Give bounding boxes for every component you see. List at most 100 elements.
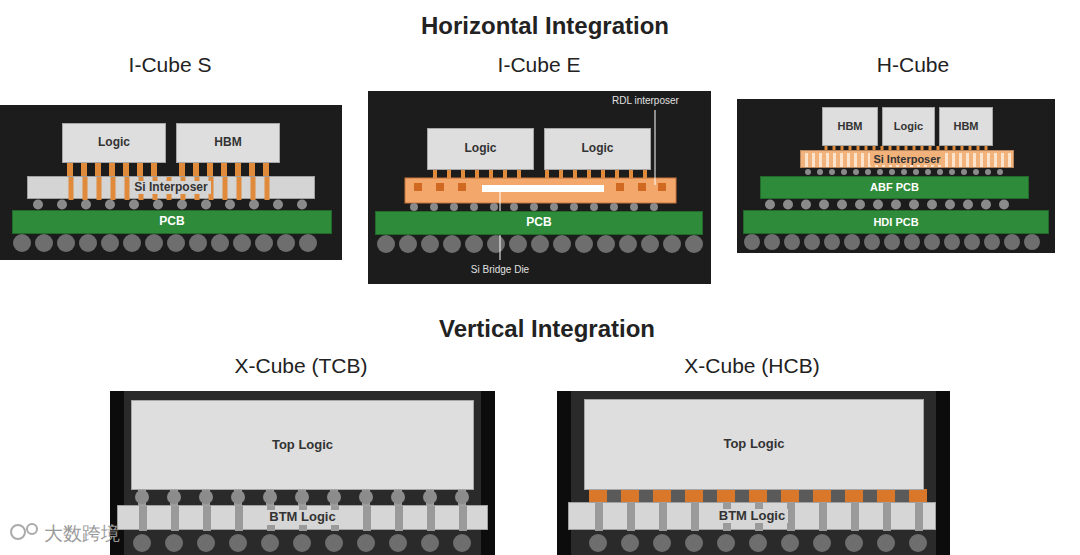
micro-bump: [67, 163, 73, 176]
hybrid-bond-pad: [717, 489, 735, 502]
solder-ball: [229, 534, 247, 552]
via-stripe: [994, 153, 997, 167]
watermark-icon: [27, 524, 37, 534]
micro-bump: [615, 170, 619, 178]
solder-ball: [621, 534, 639, 552]
die-box: Logic: [544, 128, 651, 170]
solder-ball: [211, 234, 229, 252]
die-box: Logic: [62, 123, 166, 163]
solder-ball: [189, 234, 207, 252]
bga-bump: [855, 200, 865, 210]
solder-ball: [453, 534, 471, 552]
panel-edge: [936, 391, 950, 555]
bga-bump: [819, 200, 829, 210]
solder-ball: [597, 235, 615, 253]
watermark-icon: [12, 526, 24, 538]
tsv: [459, 506, 467, 531]
c4-bump: [57, 200, 67, 210]
solder-ball: [781, 534, 799, 552]
tsv: [111, 177, 116, 200]
box-label: Top Logic: [723, 437, 784, 451]
c4-bump: [201, 200, 211, 210]
tsv: [265, 177, 270, 200]
c4-bump: [510, 203, 518, 211]
via-stripe: [812, 153, 815, 167]
c4-bump: [829, 169, 835, 175]
solder-ball: [924, 234, 940, 250]
via-stripe: [861, 153, 864, 167]
solder-ball: [813, 534, 831, 552]
solder-ball: [299, 234, 317, 252]
leader-line: [655, 110, 656, 185]
section-heading: I-Cube E: [498, 53, 581, 77]
box-label: Logic: [465, 142, 497, 155]
solder-ball: [399, 235, 417, 253]
bga-bump: [945, 200, 955, 210]
solder-ball: [944, 234, 960, 250]
bond-dielectric: [831, 489, 845, 502]
tsv: [125, 177, 130, 200]
tsv: [427, 506, 435, 531]
rdl-via: [458, 183, 466, 191]
micro-bump: [503, 170, 507, 178]
bond-dielectric: [863, 489, 877, 502]
bond-dielectric: [767, 489, 781, 502]
bga-bump: [981, 200, 991, 210]
micro-bump: [601, 170, 605, 178]
c4-bump: [33, 200, 43, 210]
die-box: HBM: [176, 123, 280, 163]
box-label: Si Interposer: [131, 181, 210, 194]
solder-ball: [909, 534, 927, 552]
solder-ball: [133, 534, 151, 552]
c4-bump: [937, 169, 943, 175]
via-stripe: [1008, 153, 1011, 167]
die-box: Logic: [427, 128, 534, 170]
watermark: 大数跨境: [44, 521, 120, 547]
solder-ball: [79, 234, 97, 252]
micro-bump: [263, 163, 269, 176]
solder-ball: [749, 534, 767, 552]
c4-bump: [997, 169, 1003, 175]
solder-ball: [325, 534, 343, 552]
c4-bump: [841, 169, 847, 175]
tsv: [819, 503, 827, 531]
box-label: HDI PCB: [873, 216, 918, 228]
die-box: Top Logic: [584, 399, 924, 490]
via-stripe: [854, 153, 857, 167]
c4-bump: [105, 200, 115, 210]
micro-bump: [137, 163, 143, 176]
via-stripe: [973, 153, 976, 167]
solder-ball: [575, 235, 593, 253]
hybrid-bond-pad: [685, 489, 703, 502]
c4-bump: [550, 203, 558, 211]
die-box: HBM: [939, 107, 993, 146]
solder-ball: [984, 234, 1000, 250]
tcb-bump: [167, 490, 181, 504]
panel-edge: [557, 391, 571, 555]
solder-ball: [357, 534, 375, 552]
micro-bump: [81, 163, 87, 176]
substrate-board: PCB: [375, 211, 703, 235]
c4-bump: [410, 203, 418, 211]
box-label: Logic: [582, 142, 614, 155]
tsv: [627, 503, 635, 531]
solder-ball: [619, 235, 637, 253]
package-panel: I-Cube ELogicLogicPCB: [368, 91, 711, 284]
box-label: HBM: [214, 136, 241, 149]
via-stripe: [833, 153, 836, 167]
solder-ball: [864, 234, 880, 250]
bga-bump: [801, 200, 811, 210]
panel-ground: [557, 391, 950, 555]
section-heading: X-Cube (HCB): [684, 354, 819, 378]
c4-bump: [490, 203, 498, 211]
micro-bump: [447, 170, 451, 178]
watermark-icon: [11, 525, 25, 539]
box-label: PCB: [526, 216, 551, 229]
via-stripe: [980, 153, 983, 167]
micro-bump: [433, 170, 437, 178]
tcb-bump: [295, 490, 309, 504]
c4-bump: [610, 203, 618, 211]
solder-ball: [877, 534, 895, 552]
micro-bump: [489, 170, 493, 178]
